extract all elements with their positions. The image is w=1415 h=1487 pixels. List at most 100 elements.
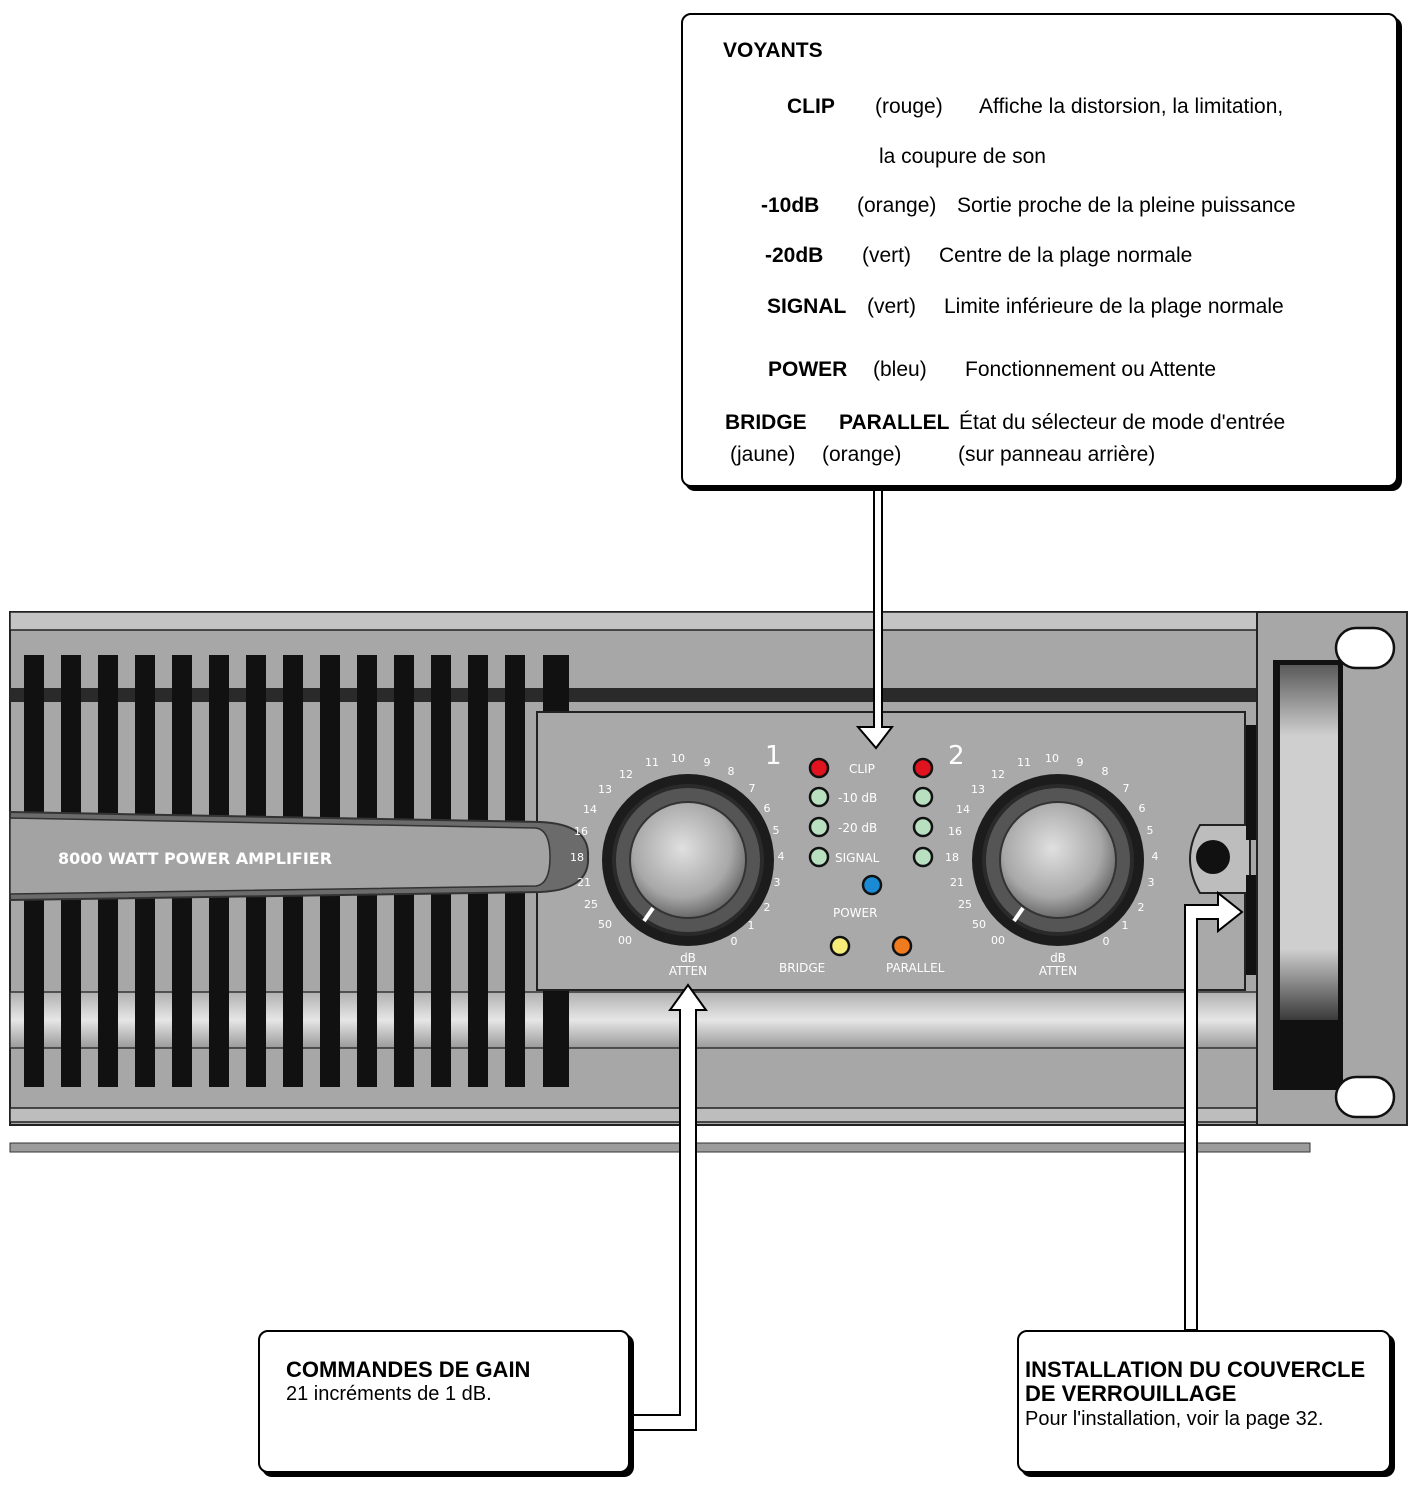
scale-label: 21 — [950, 876, 964, 889]
led-m10-1 — [808, 786, 830, 808]
led-m20-2 — [912, 816, 934, 838]
knob-2-indicator — [1012, 906, 1025, 923]
voyants-callout: VOYANTS CLIP (rouge) Affiche la distorsi… — [681, 13, 1398, 487]
signal-desc: Limite inférieure de la plage normale — [944, 295, 1284, 318]
scale-label: 12 — [619, 768, 633, 781]
channel-2-label: 2 — [948, 741, 965, 771]
led-m20-label: -20 dB — [838, 821, 877, 835]
scale-label: 13 — [971, 783, 985, 796]
scale-label: 16 — [948, 825, 962, 838]
scale-label: 4 — [778, 850, 785, 863]
led-power-label: POWER — [833, 906, 877, 920]
rack-ear — [1256, 611, 1408, 1126]
scale-label: 18 — [570, 851, 584, 864]
scale-label: 8 — [1102, 765, 1109, 778]
mode-desc: État du sélecteur de mode d'entrée — [959, 411, 1286, 434]
gain-knob-2[interactable] — [972, 774, 1144, 946]
scale-label: 1 — [1122, 919, 1129, 932]
model-name: 8000 WATT POWER AMPLIFIER — [58, 849, 332, 868]
led-power — [861, 874, 883, 896]
scale-label: 7 — [749, 782, 756, 795]
power-desc: Fonctionnement ou Attente — [965, 358, 1217, 381]
scale-label: 14 — [956, 803, 970, 816]
signal-color: (vert) — [867, 295, 916, 318]
scale-label: 21 — [577, 876, 591, 889]
led-signal-label: SIGNAL — [835, 851, 880, 865]
led-m20-1 — [808, 816, 830, 838]
parallel-name: PARALLEL — [839, 411, 950, 434]
signal-name: SIGNAL — [767, 295, 847, 318]
m20-desc: Centre de la plage normale — [939, 244, 1193, 267]
cover-desc: Pour l'installation, voir la page 32. — [1025, 1408, 1324, 1430]
scale-label: 8 — [728, 765, 735, 778]
led-clip-2 — [912, 757, 934, 779]
scale-label: 10 — [1045, 752, 1059, 765]
scale-label: 10 — [671, 752, 685, 765]
knob-2-scale: 00 50 25 21 18 16 14 13 12 11 10 9 8 7 6… — [945, 752, 1159, 978]
led-signal-1 — [808, 846, 830, 868]
scale-label: 3 — [774, 876, 781, 889]
scale-label: 4 — [1152, 850, 1159, 863]
led-parallel — [891, 935, 913, 957]
led-m10-2 — [912, 786, 934, 808]
m10-name: -10dB — [761, 194, 820, 217]
scale-label: 12 — [991, 768, 1005, 781]
m10-color: (orange) — [857, 194, 937, 217]
scale-label: 3 — [1148, 876, 1155, 889]
led-indicators — [808, 757, 934, 957]
leader-arrows — [629, 486, 1244, 1431]
scale-label: 11 — [645, 756, 659, 769]
clip-name: CLIP — [787, 95, 835, 118]
db-label: dB — [680, 951, 696, 965]
vent-slots — [24, 655, 569, 1087]
knob-1-scale: 00 50 25 21 18 16 14 13 12 11 10 9 8 7 6… — [570, 752, 785, 978]
channel-1-label: 1 — [765, 741, 782, 771]
scale-label: 11 — [1017, 756, 1031, 769]
mode-desc-2: (sur panneau arrière) — [958, 443, 1156, 466]
scale-label: 5 — [1147, 824, 1154, 837]
led-m10-label: -10 dB — [838, 791, 877, 805]
cover-title-1: INSTALLATION DU COUVERCLE — [1025, 1357, 1366, 1382]
led-signal-2 — [912, 846, 934, 868]
gain-knob-1[interactable] — [602, 774, 774, 946]
clip-desc: Affiche la distorsion, la limitation, — [979, 95, 1284, 118]
arrow-cover — [1184, 890, 1244, 1331]
clip-color: (rouge) — [875, 95, 943, 118]
voyants-title: VOYANTS — [723, 39, 823, 62]
scale-label: 25 — [958, 898, 972, 911]
scale-label: 14 — [583, 803, 597, 816]
scale-label: 0 — [1103, 935, 1110, 948]
scale-label: 9 — [704, 756, 711, 769]
rack-mount-hole-top — [1334, 626, 1396, 670]
scale-label: 00 — [991, 934, 1005, 947]
arrow-voyants — [855, 486, 895, 750]
led-clip-label: CLIP — [849, 762, 875, 776]
scale-label: 6 — [764, 802, 771, 815]
scale-label: 50 — [972, 918, 986, 931]
scale-label: 7 — [1123, 782, 1130, 795]
scale-label: 25 — [584, 898, 598, 911]
cover-callout: INSTALLATION DU COUVERCLE DE VERROUILLAG… — [1017, 1330, 1391, 1473]
rack-mount-hole-bottom — [1334, 1075, 1396, 1119]
power-name: POWER — [768, 358, 848, 381]
db-label: dB — [1050, 951, 1066, 965]
model-name-bar: 8000 WATT POWER AMPLIFIER — [9, 810, 590, 902]
led-parallel-label: PARALLEL — [886, 961, 945, 975]
scale-label: 50 — [598, 918, 612, 931]
atten-label: ATTEN — [1039, 964, 1077, 978]
scale-label: 00 — [618, 934, 632, 947]
scale-label: 5 — [773, 824, 780, 837]
parallel-color: (orange) — [822, 443, 902, 466]
arrow-gain — [629, 983, 708, 1431]
power-color: (bleu) — [873, 358, 927, 381]
knob-1-indicator — [642, 906, 655, 923]
gain-desc: 21 incréments de 1 dB. — [286, 1383, 492, 1405]
bridge-name: BRIDGE — [725, 411, 807, 434]
atten-label: ATTEN — [669, 964, 707, 978]
led-bridge — [829, 935, 851, 957]
m20-name: -20dB — [765, 244, 824, 267]
scale-label: 6 — [1139, 802, 1146, 815]
gain-title: COMMANDES DE GAIN — [286, 1357, 531, 1382]
scale-label: 2 — [764, 901, 771, 914]
